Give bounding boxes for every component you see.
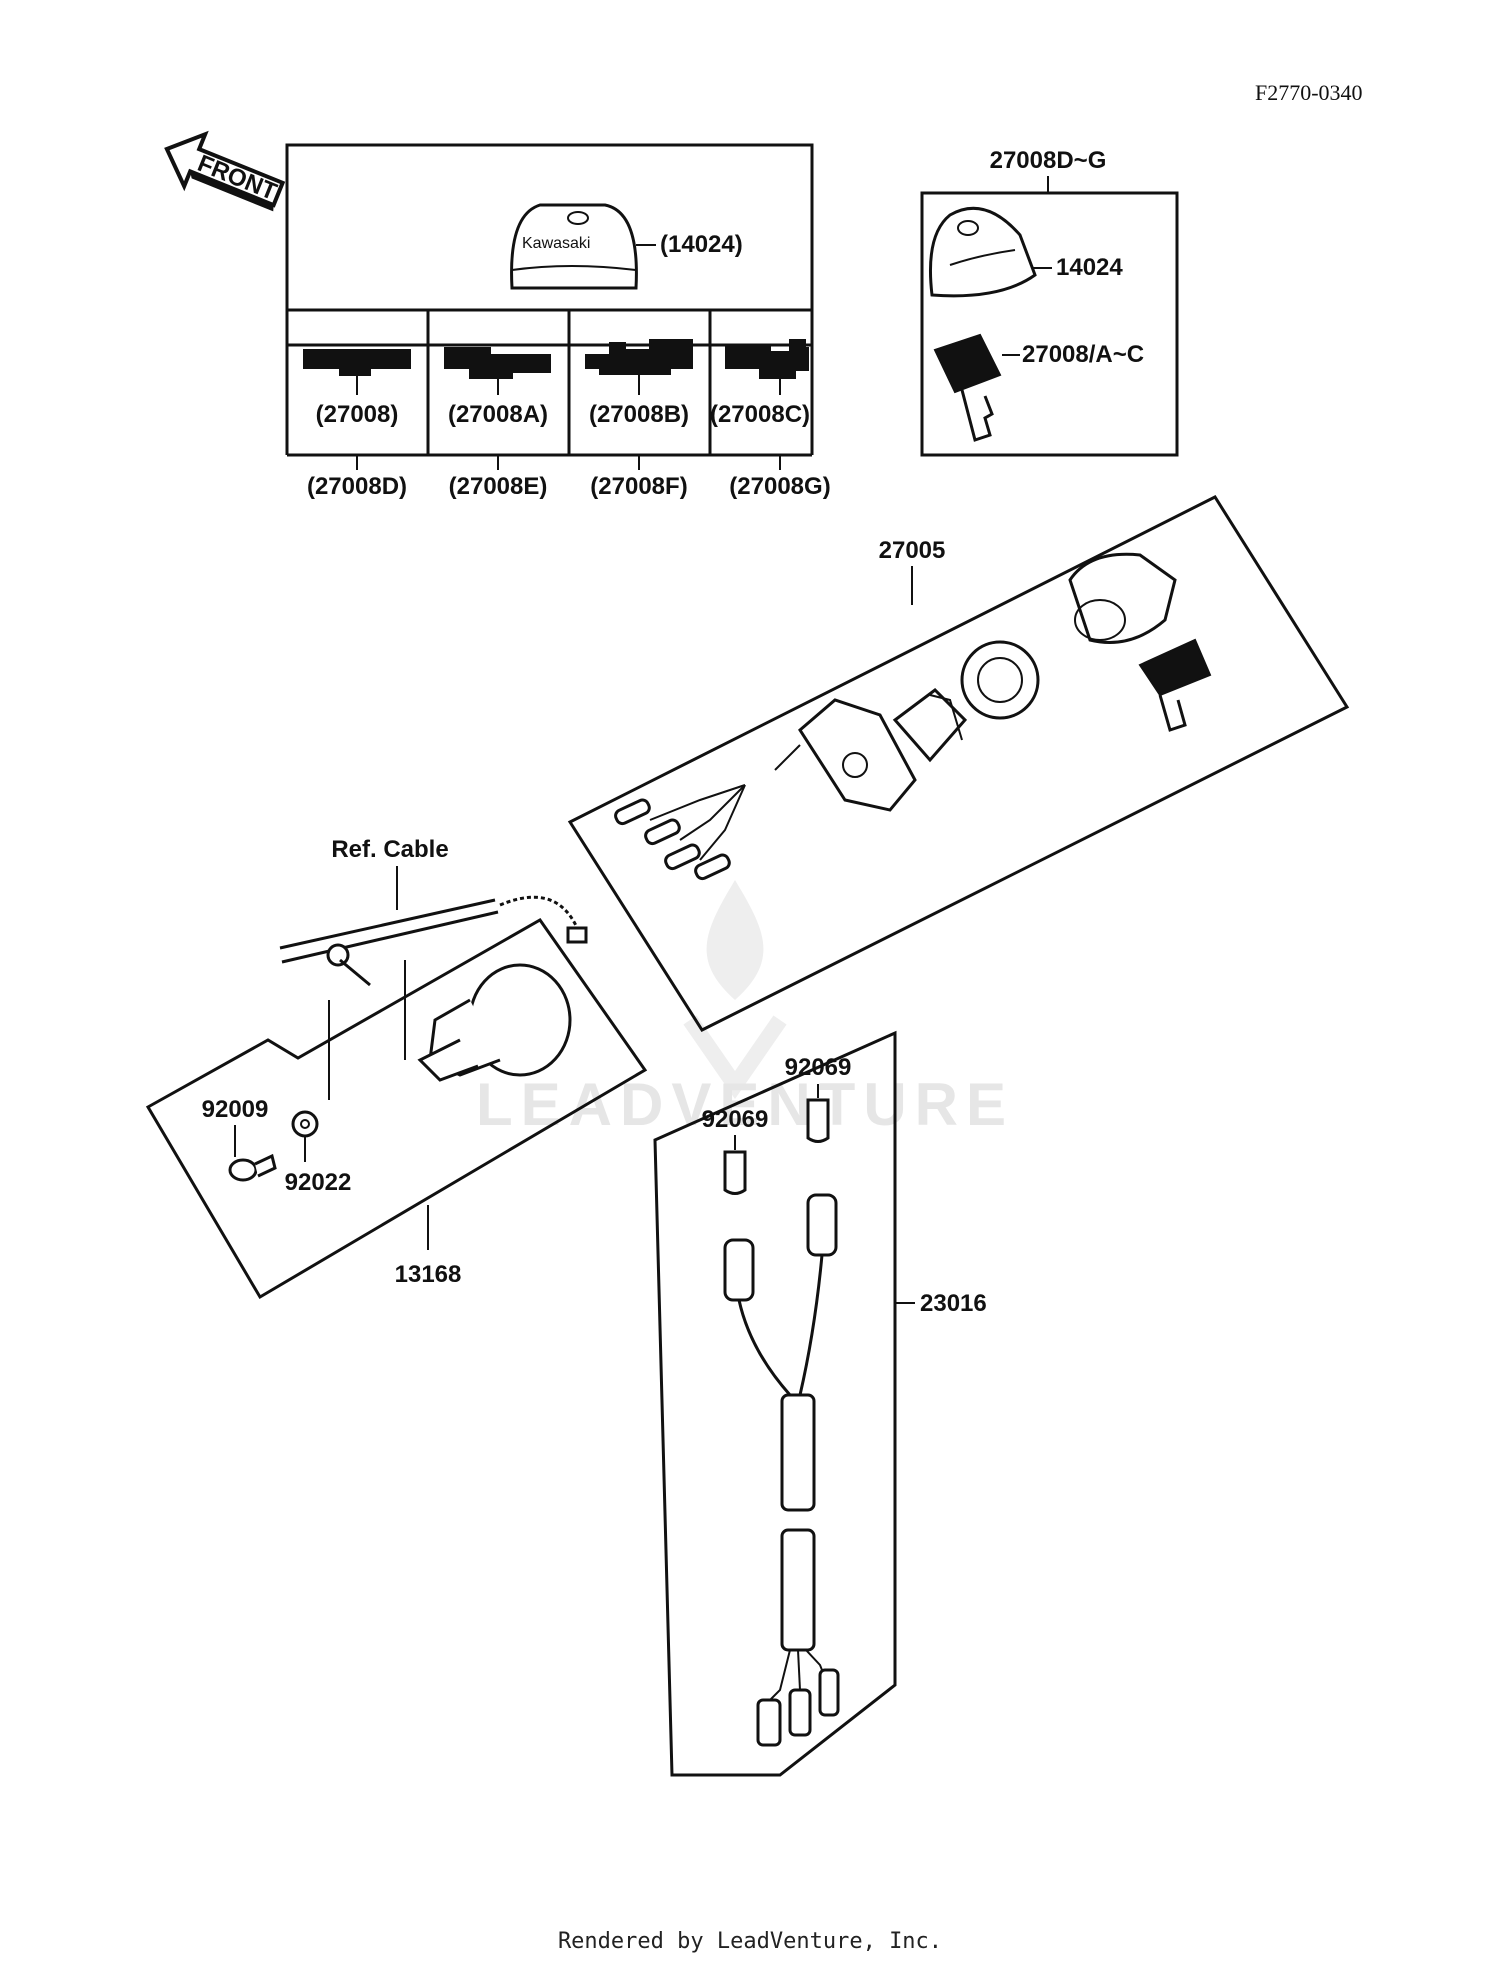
switch-assy-box: 27005 [567,495,1350,1032]
set-27008f-label: (27008F) [590,473,687,500]
ignition-housing-icon [417,963,572,1082]
key-blade-icon [725,339,809,395]
nut-icon [960,640,1040,720]
cable-assy-label: 13168 [395,1261,462,1288]
wire-harness-icon [723,1193,840,1747]
switch-cap-icon [1068,552,1177,644]
footer-credit: Rendered by LeadVenture, Inc. [558,1929,942,1954]
wire-leads-icon [614,784,746,881]
bolt-label: 92009 [202,1096,269,1123]
key-blade-icon [303,349,411,395]
key-27008b-label: (27008B) [589,401,689,428]
switch-assy-label: 27005 [879,537,946,564]
key-blade-icon [585,339,693,395]
bulb-label-2: 92069 [702,1106,769,1133]
cable-icon [279,895,588,987]
key-assy-key-label: 27008/A~C [1022,341,1144,368]
front-label: FRONT [194,150,281,206]
key-icon [933,333,1002,442]
set-27008d-label: (27008D) [307,473,407,500]
front-arrow-icon: FRONT [164,130,286,212]
diagram-code: F2770-0340 [1255,80,1363,105]
cable-assy-box: Ref. Cable 92009 [145,836,648,1300]
watermark: LEADVENTURE [476,880,1014,1138]
key-cap-brand: Kawasaki [522,235,590,252]
set-27008g-label: (27008G) [729,473,830,500]
washer-icon [291,1110,319,1138]
bolt-icon [228,1153,277,1182]
harness-box: 92069 92069 23016 [653,1030,987,1777]
ref-cable-label: Ref. Cable [331,836,448,863]
key-cap-part-label: (14024) [660,231,743,258]
key-assy-cap-label: 14024 [1056,254,1123,281]
bulb-icon [806,1098,830,1143]
watermark-text: LEADVENTURE [476,1071,1014,1138]
key-cap-icon [928,206,1037,298]
key-icon [1138,638,1212,732]
harness-label: 23016 [920,1290,987,1317]
key-27008c-label: (27008C) [710,401,810,428]
key-assy-title: 27008D~G [990,147,1107,174]
bulb-label-1: 92069 [785,1054,852,1081]
key-27008-label: (27008) [316,401,399,428]
key-assy-box: 27008D~G 14024 27008/A~C [920,147,1179,457]
set-27008e-label: (27008E) [449,473,548,500]
washer-label: 92022 [285,1169,352,1196]
key-set-box: Kawasaki (14024) (27008) (27008A) (27008… [285,143,831,500]
ignition-switch-icon [798,698,917,812]
bulb-icon [723,1150,747,1195]
key-27008a-label: (27008A) [448,401,548,428]
key-blade-icon [444,347,551,395]
